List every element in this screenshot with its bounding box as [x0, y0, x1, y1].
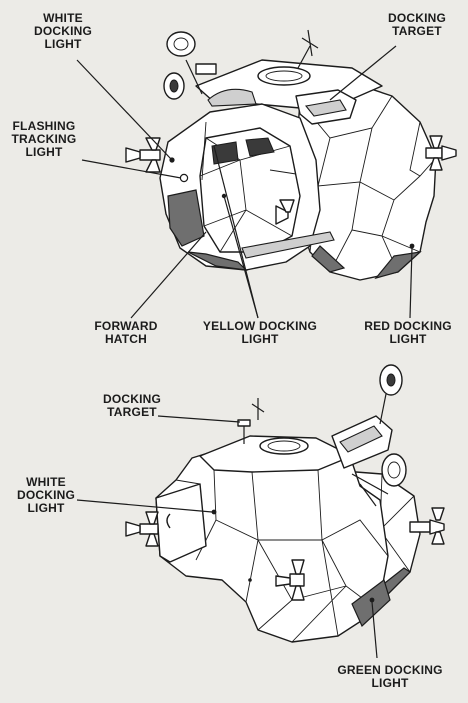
bottom-white-docking-light-marker — [211, 509, 217, 515]
label-top-docking-target: DOCKING TARGET — [387, 11, 447, 38]
top-lunar-module-illustration — [125, 29, 457, 281]
bottom-green-docking-light-marker — [369, 597, 375, 603]
bottom-steerable-antenna — [379, 364, 407, 487]
label-top-red-docking-light: RED DOCKING LIGHT — [364, 319, 452, 346]
top-leader-lines — [76, 45, 413, 319]
top-vhf-antenna — [297, 29, 319, 69]
top-forward-hatch-shape — [167, 189, 205, 247]
top-red-docking-light-marker — [409, 243, 415, 249]
bottom-lunar-module-illustration — [125, 364, 445, 643]
top-steerable-antenna — [163, 31, 217, 100]
label-top-yellow-docking-light: YELLOW DOCKING LIGHT — [202, 319, 318, 346]
label-bottom-green-docking-light: GREEN DOCKING LIGHT — [337, 663, 443, 690]
label-top-forward-hatch: FORWARD HATCH — [94, 319, 158, 346]
bottom-rcs-thruster-left — [125, 511, 159, 547]
label-top-flashing-tracking-light: FLASHING TRACKING LIGHT — [11, 119, 77, 159]
top-rcs-thruster-left — [125, 137, 161, 173]
label-bottom-docking-target: DOCKING TARGET — [102, 392, 162, 419]
top-rcs-thruster-right — [425, 135, 457, 171]
top-flashing-tracking-light-marker — [179, 173, 189, 183]
bottom-leader-lines — [76, 415, 378, 659]
bottom-rcs-thruster-center — [275, 559, 305, 601]
bottom-docking-target-mast — [237, 398, 265, 444]
label-top-white-docking-light: WHITE DOCKING LIGHT — [33, 11, 93, 51]
bottom-rcs-thruster-right — [409, 507, 445, 545]
label-bottom-white-docking-light: WHITE DOCKING LIGHT — [16, 475, 76, 515]
top-center-thruster — [275, 199, 295, 225]
